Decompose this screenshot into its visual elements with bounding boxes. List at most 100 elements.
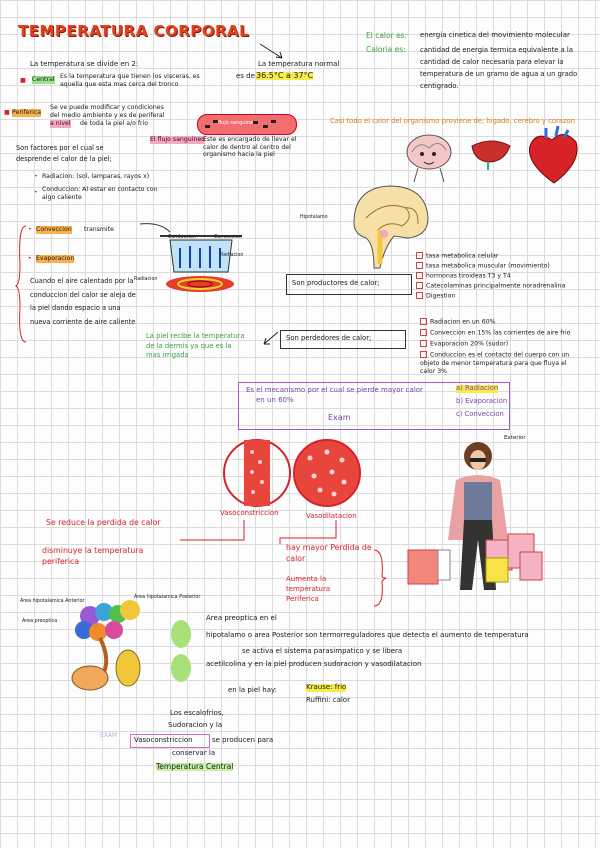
exam-option-c: c) Conveccion: [456, 410, 504, 418]
diagram-label-2: Radiacion: [220, 253, 244, 258]
central-text: Es la temperatura que tienen los viscera…: [60, 73, 200, 89]
footer-line-1: Los escalofrios,: [170, 709, 224, 717]
hypothalamus-diagram: [71, 600, 141, 691]
flujo-text: Este es encargado de llevar el calor de …: [203, 136, 297, 158]
conduccion-item: Conduccion: Al estar en contacto con alg…: [42, 186, 158, 202]
hypo-text-3: se activa el sistema parasimpatico y se …: [242, 647, 403, 655]
checkbox-icon: [416, 272, 423, 279]
exam-option-a: a) Radiacion: [456, 384, 499, 393]
vasodilation-label: Vasodilatacion: [306, 512, 357, 520]
left-note-1: disminuye la temperatura periferica: [42, 546, 144, 566]
connector-lines: [180, 520, 337, 544]
exam-question: Es el mecanismo por el cual se pierde ma…: [246, 386, 423, 394]
checkbox-icon: [420, 340, 427, 347]
flujo-label: El flujo sanguineo: [150, 136, 205, 144]
producer-text: Catecolaminas principalmente noradrenali…: [426, 282, 566, 290]
exam-option-b: b) Evaporacion: [456, 397, 508, 405]
organs-heading: Casi todo el calor del organismo provien…: [330, 117, 575, 125]
producer-text: hormonas tiroideas T3 y T4: [426, 272, 511, 280]
diagram-label-1: Conveccion: [214, 235, 242, 240]
vasoconstriction-label: Vasoconstriccion: [220, 509, 279, 517]
producer-item: Digestion: [416, 292, 455, 300]
footer-central: Temperatura Central: [156, 762, 234, 771]
checkbox-icon: [416, 282, 423, 289]
exam-label: Exam: [328, 413, 351, 422]
footer-exam: EXAM: [100, 732, 118, 739]
right-note-1: Aumenta la temperatura Periferica: [286, 575, 331, 603]
convection-body: Cuando el aire calentado por la conducci…: [30, 277, 136, 326]
hypo-label-2: Area hipotalamica Posterior: [134, 595, 201, 600]
productores-text: Son productores de calor;: [292, 279, 380, 287]
ruffini-item: Ruffini: calor: [306, 696, 350, 704]
brain-section-icon: [353, 185, 429, 269]
footer-line-3: se producen para: [212, 736, 274, 744]
loser-item: Evaporacion 20% (sudor): [420, 340, 590, 349]
checkbox-icon: [416, 252, 423, 259]
blood-flow-vessel: [197, 114, 297, 135]
caloria-text: cantidad de energia termica equivalente …: [420, 46, 578, 90]
hipotalamo-label: Hipotalamo: [300, 215, 328, 220]
conveccion-text: transmite: [84, 226, 114, 233]
conveccion-label: Conveccion: [36, 226, 72, 234]
producer-item: hormonas tiroideas T3 y T4: [416, 272, 511, 280]
loser-text: Radiacion en un 60%: [430, 318, 496, 326]
producer-text: tasa metabolica muscular (movimiento): [426, 262, 550, 270]
shopping-woman-illustration: [407, 442, 543, 590]
checkbox-icon: [416, 262, 423, 269]
producer-text: Digestion: [426, 292, 456, 300]
hypo-text-1: Area preoptica en el: [206, 614, 277, 622]
hypo-text-2: hipotalamo o area Posterior son termorre…: [206, 631, 529, 639]
checkbox-icon: [416, 292, 423, 299]
footer-line-4: conservar la: [172, 749, 216, 757]
producer-item: Catecolaminas principalmente noradrenali…: [416, 282, 565, 290]
vasodilation-icon: [293, 439, 361, 507]
periferica-text: Se ve puede modificar y condiciones del …: [50, 104, 165, 119]
hypo-label-0: Area hipotalamica Anterior: [20, 599, 85, 604]
diagram-label-3: Radiacion: [134, 277, 158, 282]
central-bullet: ■: [20, 77, 26, 84]
vasoconstriction-icon: [223, 439, 291, 507]
brain-icon: [406, 134, 452, 183]
conveccion-bullet: •: [28, 226, 32, 233]
normal-range: 36.5°C a 37°C: [256, 71, 314, 80]
hypo-label-1: Area preoptica: [22, 619, 58, 624]
hypo-text-4: acetilcolina y en la piel producen sudor…: [206, 660, 422, 668]
evaporacion-label: Evaporacion: [36, 255, 75, 263]
page-title: TEMPERATURA CORPORAL: [18, 22, 250, 40]
heart-icon: [529, 125, 578, 184]
caloria-label: Caloria es:: [366, 45, 406, 54]
left-note-0: Se reduce la perdida de calor: [46, 518, 161, 527]
loser-item: Conduccion es el contacto del cuerpo con…: [420, 351, 580, 376]
normal-temp-label: La temperatura normal: [258, 60, 340, 68]
periferica-bullet: ■: [4, 109, 10, 116]
arrow-icon: [263, 331, 279, 345]
figure-label: Exterior: [504, 435, 526, 441]
vaso-box: [130, 734, 210, 748]
factors-text: Son factores por el cual se desprende el…: [16, 144, 112, 163]
normal-range-prefix: es de: [236, 72, 255, 80]
bracket-icon: [14, 225, 27, 343]
bracket-icon: [373, 549, 387, 607]
checkbox-icon: [420, 351, 427, 358]
arrow-icon: [259, 43, 283, 59]
perdedores-text: Son perdedores de calor;: [286, 334, 372, 342]
flujo-top-label: flujo sanguineo: [218, 120, 257, 126]
producer-item: tasa metabolica muscular (movimiento): [416, 262, 550, 270]
loser-text: Conveccion en 15% las corrientes de aire…: [430, 329, 571, 337]
periferica-nivel: a nivel: [50, 120, 71, 128]
loser-text: Conduccion es el contacto del cuerpo con…: [420, 351, 570, 375]
calor-text: energia cinetica del movimiento molecula…: [420, 31, 570, 39]
right-note-0: hay mayor Perdida de calor: [286, 543, 372, 563]
perdedores-box: [280, 330, 406, 349]
loser-item: Conveccion en 15% las corrientes de aire…: [420, 329, 590, 338]
loser-item: Radiacion en un 60%: [420, 318, 590, 327]
diagram-label-0: Conduccion: [168, 235, 196, 240]
division-question: La temperatura se divide en 2:: [30, 60, 139, 68]
liver-icon: [471, 140, 511, 170]
skin-receptors-label: en la piel hay:: [228, 686, 278, 694]
periferica-label: Periferica: [12, 109, 42, 117]
bullet-dot: •: [34, 173, 38, 180]
blood-cells: [205, 120, 276, 128]
producer-item: tasa metabolica celular: [416, 252, 498, 260]
footer-line-2: Sudoracion y la: [168, 721, 223, 729]
